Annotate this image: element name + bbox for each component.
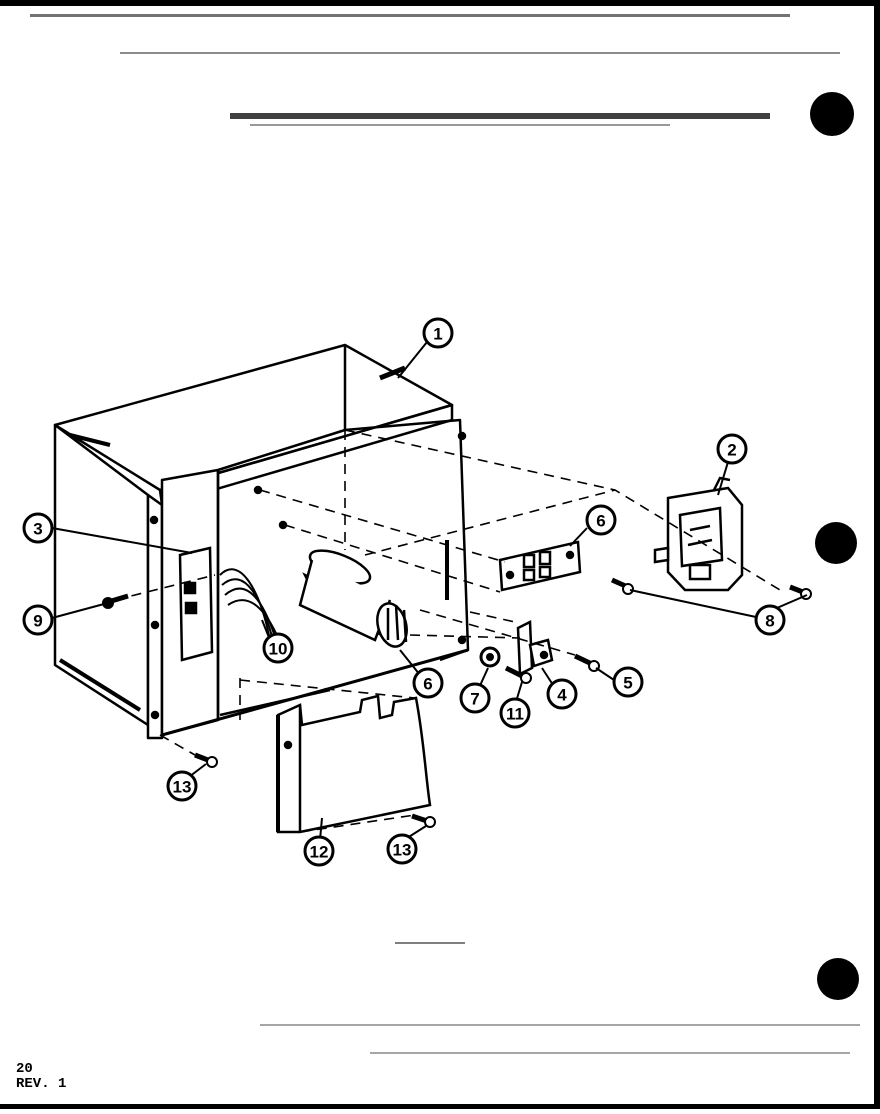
svg-text:13: 13: [393, 841, 412, 860]
explode-lines: [114, 429, 781, 833]
svg-text:13: 13: [173, 778, 192, 797]
svg-text:2: 2: [727, 441, 736, 460]
callout-13-right: 13: [386, 833, 418, 865]
svg-text:7: 7: [470, 690, 479, 709]
callout-6-relay-board: 6: [585, 504, 617, 536]
callout-8: 8: [754, 604, 786, 636]
page-number: 20: [16, 1061, 33, 1077]
binder-holes: [810, 92, 859, 1000]
control-box-cabinet: [53, 343, 470, 740]
svg-text:6: 6: [596, 512, 605, 531]
callout-5: 5: [612, 666, 644, 698]
svg-text:3: 3: [33, 520, 42, 539]
relay-board: [498, 540, 582, 592]
svg-text:5: 5: [623, 674, 632, 693]
callout-11: 11: [499, 697, 531, 729]
svg-text:4: 4: [557, 686, 567, 705]
svg-text:8: 8: [765, 612, 774, 631]
callout-10: 10: [262, 632, 294, 664]
capacitor: [298, 549, 408, 648]
callout-2: 2: [716, 433, 748, 465]
callout-3: 3: [22, 512, 54, 544]
svg-text:11: 11: [506, 705, 524, 724]
svg-text:6: 6: [423, 675, 432, 694]
callout-4: 4: [546, 678, 578, 710]
svg-text:10: 10: [269, 640, 288, 659]
svg-text:1: 1: [433, 325, 442, 344]
callout-6-capacitor: 6: [412, 667, 444, 699]
wire-bundle: [219, 568, 280, 641]
callout-13-left: 13: [166, 770, 198, 802]
callout-12: 12: [303, 835, 335, 867]
page-footer: 20 REV. 1: [16, 1062, 66, 1092]
svg-text:12: 12: [310, 843, 329, 862]
revision-label: REV. 1: [16, 1076, 67, 1092]
cover-panel: [276, 694, 432, 834]
svg-text:9: 9: [33, 612, 42, 631]
callout-9: 9: [22, 604, 54, 636]
callout-7: 7: [459, 682, 491, 714]
callout-1: 1: [422, 317, 454, 349]
callouts: 1 2 3 4 5 6 6 7: [22, 317, 786, 867]
terminal-board-left: [178, 546, 214, 662]
contactor: [653, 476, 744, 592]
mounting-bracket: [516, 620, 554, 676]
